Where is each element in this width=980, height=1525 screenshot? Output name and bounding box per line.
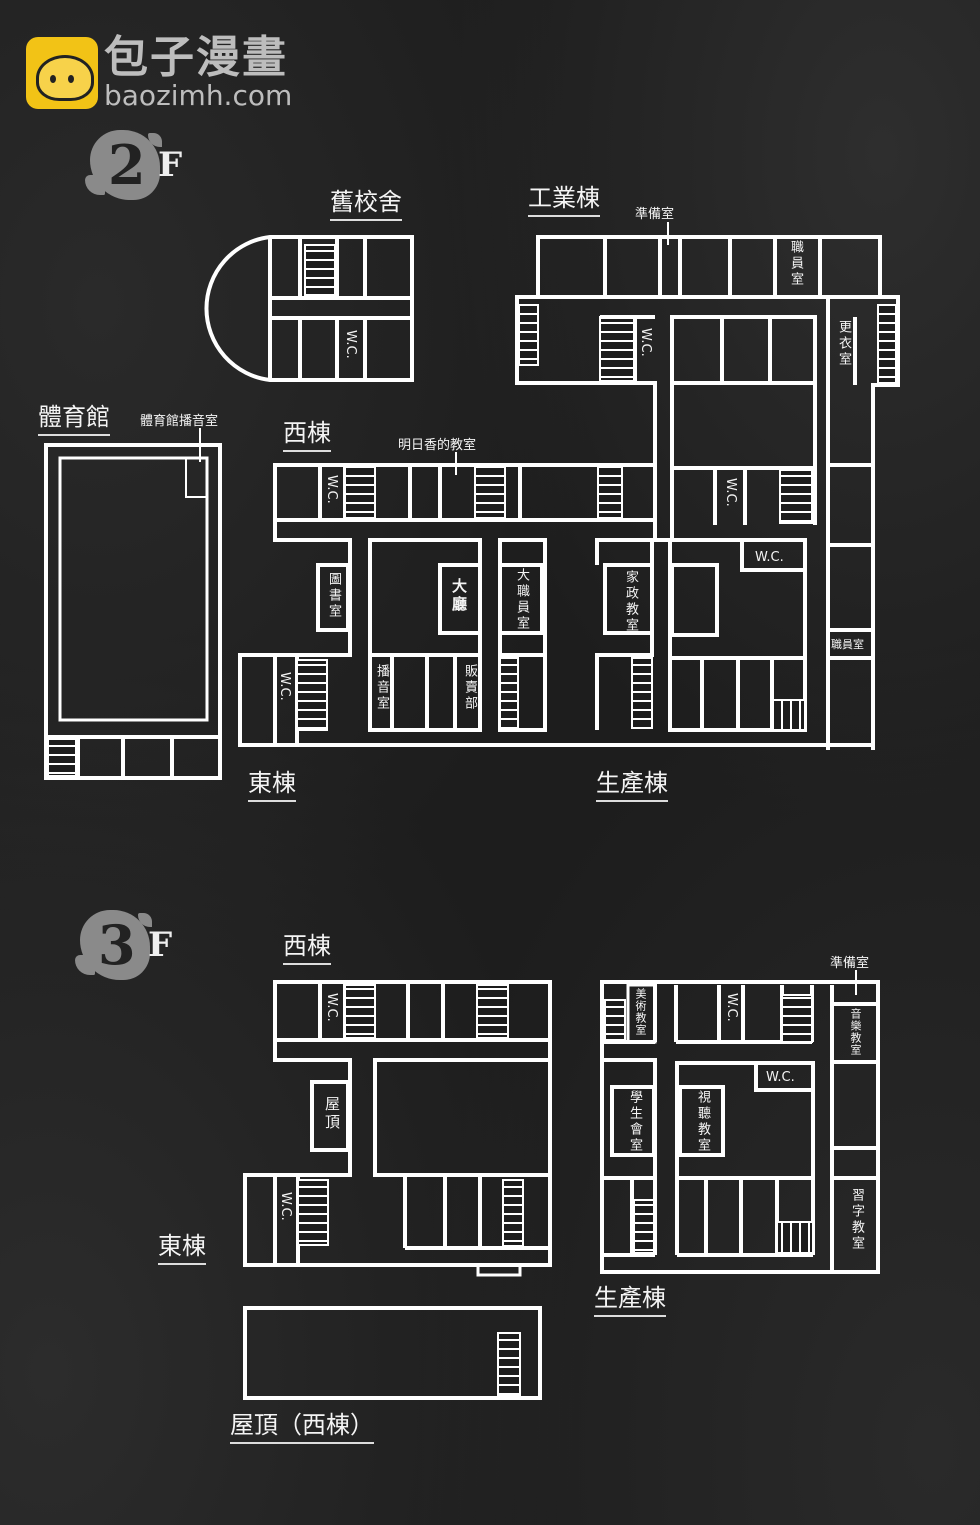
label-wc: W.C. (766, 1070, 795, 1085)
label-big-staff-room: 大職員室 (514, 568, 529, 632)
label-staff-room: 職員室 (788, 240, 803, 288)
label-east-building-2f: 東棟 (248, 763, 296, 802)
label-rooftop-west: 屋頂（西棟） (230, 1405, 374, 1444)
label-wc: W.C. (755, 550, 784, 565)
rooftop-west-3f (243, 1306, 542, 1400)
old-building-2f (204, 235, 414, 382)
label-wc: W.C. (638, 328, 653, 357)
label-gym-broadcast-room: 體育館播音室 (140, 414, 219, 429)
label-old-building: 舊校舍 (330, 182, 402, 221)
watermark-logo: 包子漫畫 baozimh.com (26, 36, 292, 110)
label-asuka-classroom: 明日香的教室 (398, 438, 477, 453)
bun-logo-icon (26, 37, 98, 109)
label-prep-room-3f: 準備室 (830, 956, 870, 971)
label-shop: 販賣部 (462, 664, 477, 712)
site-url: baozimh.com (104, 79, 293, 112)
label-gym: 體育館 (38, 397, 110, 436)
label-student-council: 學生會室 (627, 1090, 642, 1154)
label-home-ec: 家政教室 (623, 570, 638, 634)
label-broadcast-room: 播音室 (374, 664, 389, 712)
gym-2f (44, 443, 222, 780)
label-wc: W.C. (723, 478, 738, 507)
label-ticks (199, 222, 857, 995)
label-hall: 大廳 (450, 578, 468, 614)
label-wc: W.C. (277, 672, 292, 701)
west-east-building-3f (243, 980, 552, 1277)
label-av-room: 視聽教室 (695, 1090, 710, 1154)
label-prep-room-2f: 準備室 (635, 207, 675, 222)
site-name: 包子漫畫 (104, 32, 288, 83)
label-library: 圖書室 (326, 572, 341, 620)
label-production-building-2f: 生產棟 (596, 763, 668, 802)
label-staff-room-2: 職員室 (831, 638, 864, 651)
label-wc: W.C. (343, 330, 358, 359)
label-wc: W.C. (278, 1192, 293, 1221)
label-industry-building: 工業棟 (528, 178, 600, 217)
west-building-2f (238, 463, 873, 747)
label-wc: W.C. (724, 993, 739, 1022)
label-changing-room: 更衣室 (836, 320, 851, 368)
label-music-room: 音樂教室 (849, 1008, 862, 1056)
label-calligraphy-room: 習字教室 (849, 1188, 864, 1252)
production-building-3f (600, 980, 880, 1274)
label-east-building-3f: 東棟 (158, 1226, 206, 1265)
label-wc: W.C. (324, 475, 339, 504)
label-wc: W.C. (324, 993, 339, 1022)
label-west-building-2f: 西棟 (283, 413, 331, 452)
label-west-building-3f: 西棟 (283, 926, 331, 965)
label-rooftop: 屋頂 (323, 1096, 341, 1132)
label-production-building-3f: 生產棟 (594, 1278, 666, 1317)
label-art-room: 美術教室 (634, 988, 647, 1036)
industry-building-2f (515, 235, 900, 750)
